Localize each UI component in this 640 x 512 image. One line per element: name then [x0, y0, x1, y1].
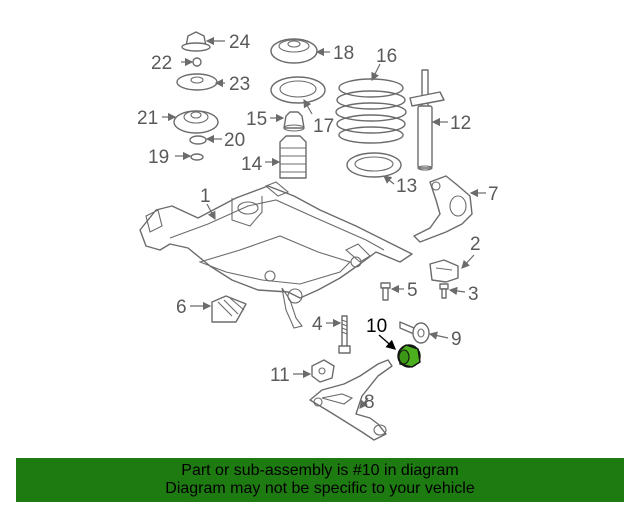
part-2-bracket: [429, 259, 459, 283]
label-15: 15: [246, 109, 267, 130]
label-17: 17: [313, 116, 334, 137]
info-banner: Part or sub-assembly is #10 in diagram D…: [16, 458, 624, 502]
part-11-bracket: [311, 359, 335, 383]
label-10: 10: [366, 316, 387, 337]
label-1: 1: [200, 186, 211, 207]
part-12-strut: [409, 69, 445, 171]
part-5-bolt: [380, 282, 391, 301]
label-8: 8: [364, 392, 375, 413]
part-7-steering-knuckle: [413, 175, 473, 243]
part-3-bolt: [439, 283, 449, 299]
label-18: 18: [333, 43, 354, 64]
part-21-strut-mount: [173, 110, 219, 134]
part-20-washer: [189, 135, 207, 145]
label-4: 4: [312, 314, 323, 335]
part-23-mount-plate: [176, 73, 218, 91]
part-15-bump-stop: [283, 111, 305, 132]
part-22-nut: [192, 57, 202, 67]
label-2: 2: [470, 234, 481, 255]
label-12: 12: [450, 113, 471, 134]
part-18-spring-seat: [270, 38, 318, 64]
banner-line-2: Diagram may not be specific to your vehi…: [165, 480, 475, 497]
label-20: 20: [224, 130, 245, 151]
part-16-coil-spring: [335, 78, 407, 144]
part-6-rubber-pad: [211, 295, 247, 323]
callout-labels: 24 22 23 21 20 19 18 17 15 14 16 12 13 7…: [137, 32, 499, 413]
label-7: 7: [488, 184, 499, 205]
part-24-mount-cap: [181, 31, 211, 52]
label-14: 14: [241, 154, 263, 175]
part-10-highlighted-bushing[interactable]: [397, 344, 421, 368]
label-23: 23: [229, 74, 250, 95]
leader-lines: [162, 36, 486, 409]
label-3: 3: [468, 284, 479, 305]
label-21: 21: [137, 108, 158, 129]
part-9-bushing: [399, 321, 430, 344]
part-14-dust-boot: [279, 135, 307, 179]
label-13: 13: [396, 176, 417, 197]
label-9: 9: [451, 329, 462, 350]
parts-diagram: 24 22 23 21 20 19 18 17 15 14 16 12 13 7…: [137, 31, 499, 441]
part-8-control-arm: [309, 359, 393, 441]
label-16: 16: [376, 46, 397, 67]
part-4-long-bolt: [338, 315, 351, 354]
label-24: 24: [229, 32, 251, 53]
label-11: 11: [270, 365, 290, 386]
label-5: 5: [407, 280, 418, 301]
label-22: 22: [151, 53, 172, 74]
banner-line-1: Part or sub-assembly is #10 in diagram: [181, 462, 459, 479]
label-6: 6: [176, 297, 187, 318]
label-19: 19: [148, 147, 169, 168]
part-13-lower-spring-seat: [346, 152, 402, 178]
part-19-washer: [190, 153, 204, 161]
part-17-spring-pad: [270, 76, 326, 104]
